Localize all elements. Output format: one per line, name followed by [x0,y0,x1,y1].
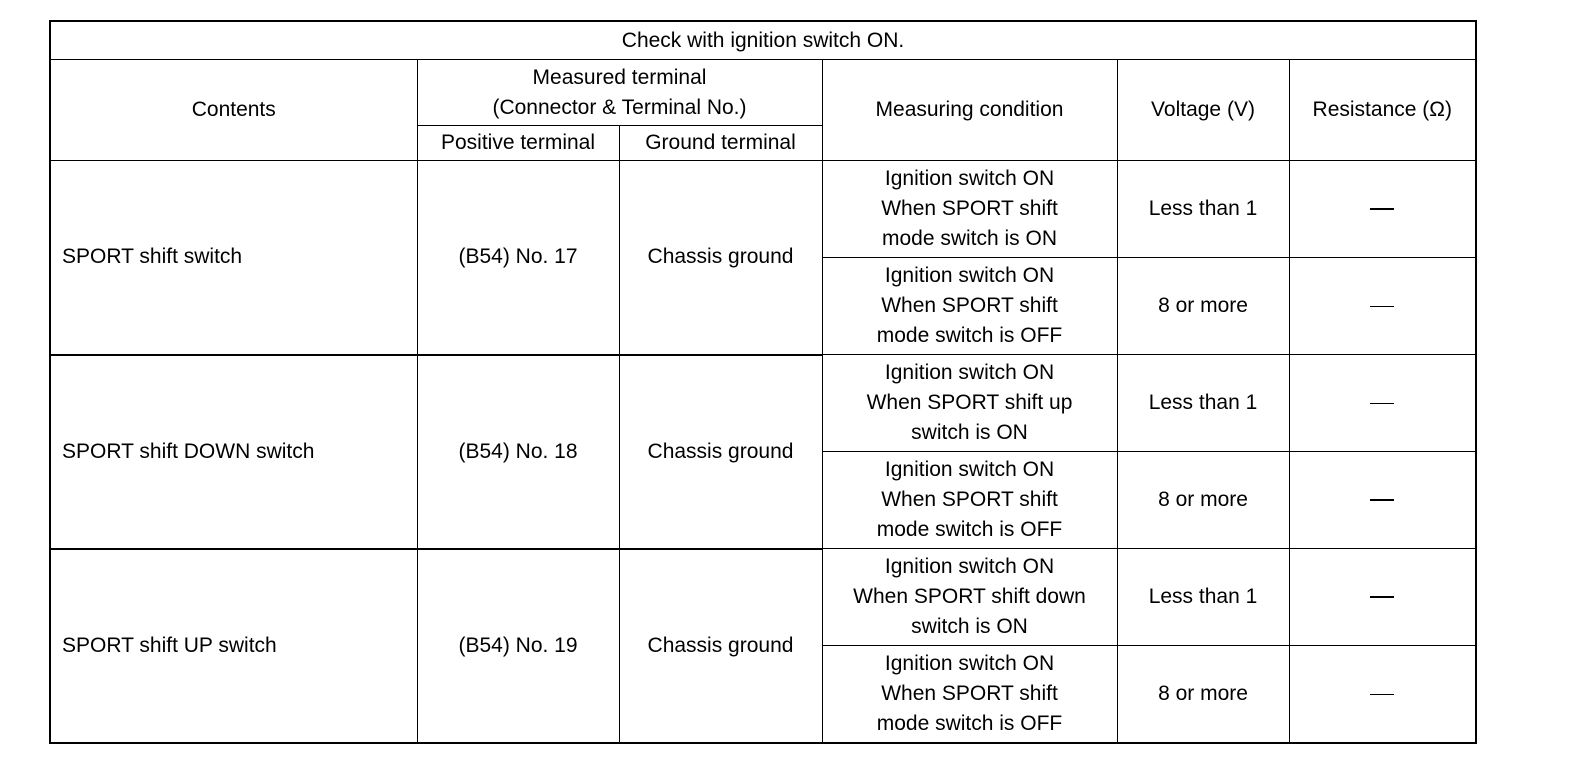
voltage-cell: 8 or more [1116,645,1290,743]
header-measured-terminal-line2: (Connector & Terminal No.) [492,95,747,119]
condition-line: Ignition switch ON [884,264,1055,287]
voltage-cell: Less than 1 [1116,160,1290,258]
header-measured-terminal-line1: Measured terminal [532,65,707,89]
header-resistance: Resistance (Ω) [1288,59,1477,161]
terminal-check-table: Check with ignition switch ON. Contents … [49,20,1477,744]
measuring-condition-cell: Ignition switch ON When SPORT shift mode… [821,160,1118,258]
condition-line: mode switch is ON [881,227,1058,250]
condition-line: When SPORT shift [881,488,1058,511]
resistance-cell: — [1288,354,1477,452]
contents-cell: SPORT shift UP switch [49,548,418,743]
subheader-row: Positive terminal Ground terminal [50,125,1476,161]
contents-cell: SPORT shift switch [49,160,418,356]
header-measured-terminal: Measured terminal (Connector & Terminal … [416,59,823,126]
condition-line: mode switch is OFF [876,518,1063,541]
measuring-condition-cell: Ignition switch ON When SPORT shift mode… [821,257,1118,355]
header-ground-terminal: Ground terminal [618,125,823,161]
table-title: Check with ignition switch ON. [49,20,1477,60]
condition-line: Ignition switch ON [884,555,1055,578]
condition-line: Ignition switch ON [884,458,1055,481]
condition-line: Ignition switch ON [884,167,1055,190]
positive-terminal-cell: (B54) No. 17 [416,160,620,356]
table-row: SPORT shift switch (B54) No. 17 Chassis … [49,160,1477,356]
table-title-row: Check with ignition switch ON. [49,20,1477,60]
header-contents: Contents [49,59,418,161]
dash-mark: — [1370,693,1395,695]
header-voltage: Voltage (V) [1116,59,1290,161]
table-row: Ignition switch ON When SPORT shift mode… [50,257,1477,355]
dash-mark: — [1370,499,1395,502]
condition-line: When SPORT shift [881,294,1058,317]
dash-mark: — [1370,208,1395,211]
condition-line: switch is ON [911,421,1028,444]
ground-terminal-cell: Chassis ground [618,548,823,743]
dash-mark: — [1370,596,1395,599]
contents-cell: SPORT shift DOWN switch [49,354,418,550]
header-positive-terminal: Positive terminal [416,125,620,161]
condition-line: Ignition switch ON [884,651,1055,675]
positive-terminal-cell: (B54) No. 19 [416,548,620,743]
header-measuring-condition: Measuring condition [821,59,1118,161]
resistance-cell: — [1288,645,1477,743]
measuring-condition-cell: Ignition switch ON When SPORT shift mode… [821,645,1118,743]
condition-line: mode switch is OFF [876,324,1063,347]
condition-line: mode switch is OFF [876,711,1063,735]
condition-line: When SPORT shift up [866,391,1073,414]
voltage-cell: 8 or more [1116,451,1290,549]
resistance-cell: — [1288,548,1477,646]
positive-terminal-cell: (B54) No. 18 [416,354,620,550]
table-row: Ignition switch ON When SPORT shift mode… [50,451,1477,549]
resistance-cell: — [1288,257,1477,355]
resistance-cell: — [1288,451,1477,549]
table-row: Ignition switch ON When SPORT shift mode… [50,645,1477,743]
measuring-condition-cell: Ignition switch ON When SPORT shift up s… [821,354,1118,452]
measuring-condition-cell: Ignition switch ON When SPORT shift mode… [821,451,1118,549]
table-row: SPORT shift DOWN switch (B54) No. 18 Cha… [49,354,1477,550]
condition-line: Ignition switch ON [884,361,1055,384]
condition-line: When SPORT shift [881,197,1058,220]
voltage-cell: Less than 1 [1116,354,1290,452]
header-row: Contents Measured terminal (Connector & … [49,59,1477,161]
measuring-condition-cell: Ignition switch ON When SPORT shift down… [821,548,1118,646]
condition-line: When SPORT shift [881,681,1058,705]
condition-line: switch is ON [911,615,1028,638]
ground-terminal-cell: Chassis ground [618,354,823,550]
voltage-cell: 8 or more [1116,257,1290,355]
voltage-cell: Less than 1 [1116,548,1290,646]
table-row: SPORT shift UP switch (B54) No. 19 Chass… [49,548,1477,743]
ground-terminal-cell: Chassis ground [618,160,823,356]
dash-mark: — [1370,305,1395,307]
resistance-cell: — [1288,160,1477,258]
dash-mark: — [1370,402,1395,404]
condition-line: When SPORT shift down [853,585,1086,608]
